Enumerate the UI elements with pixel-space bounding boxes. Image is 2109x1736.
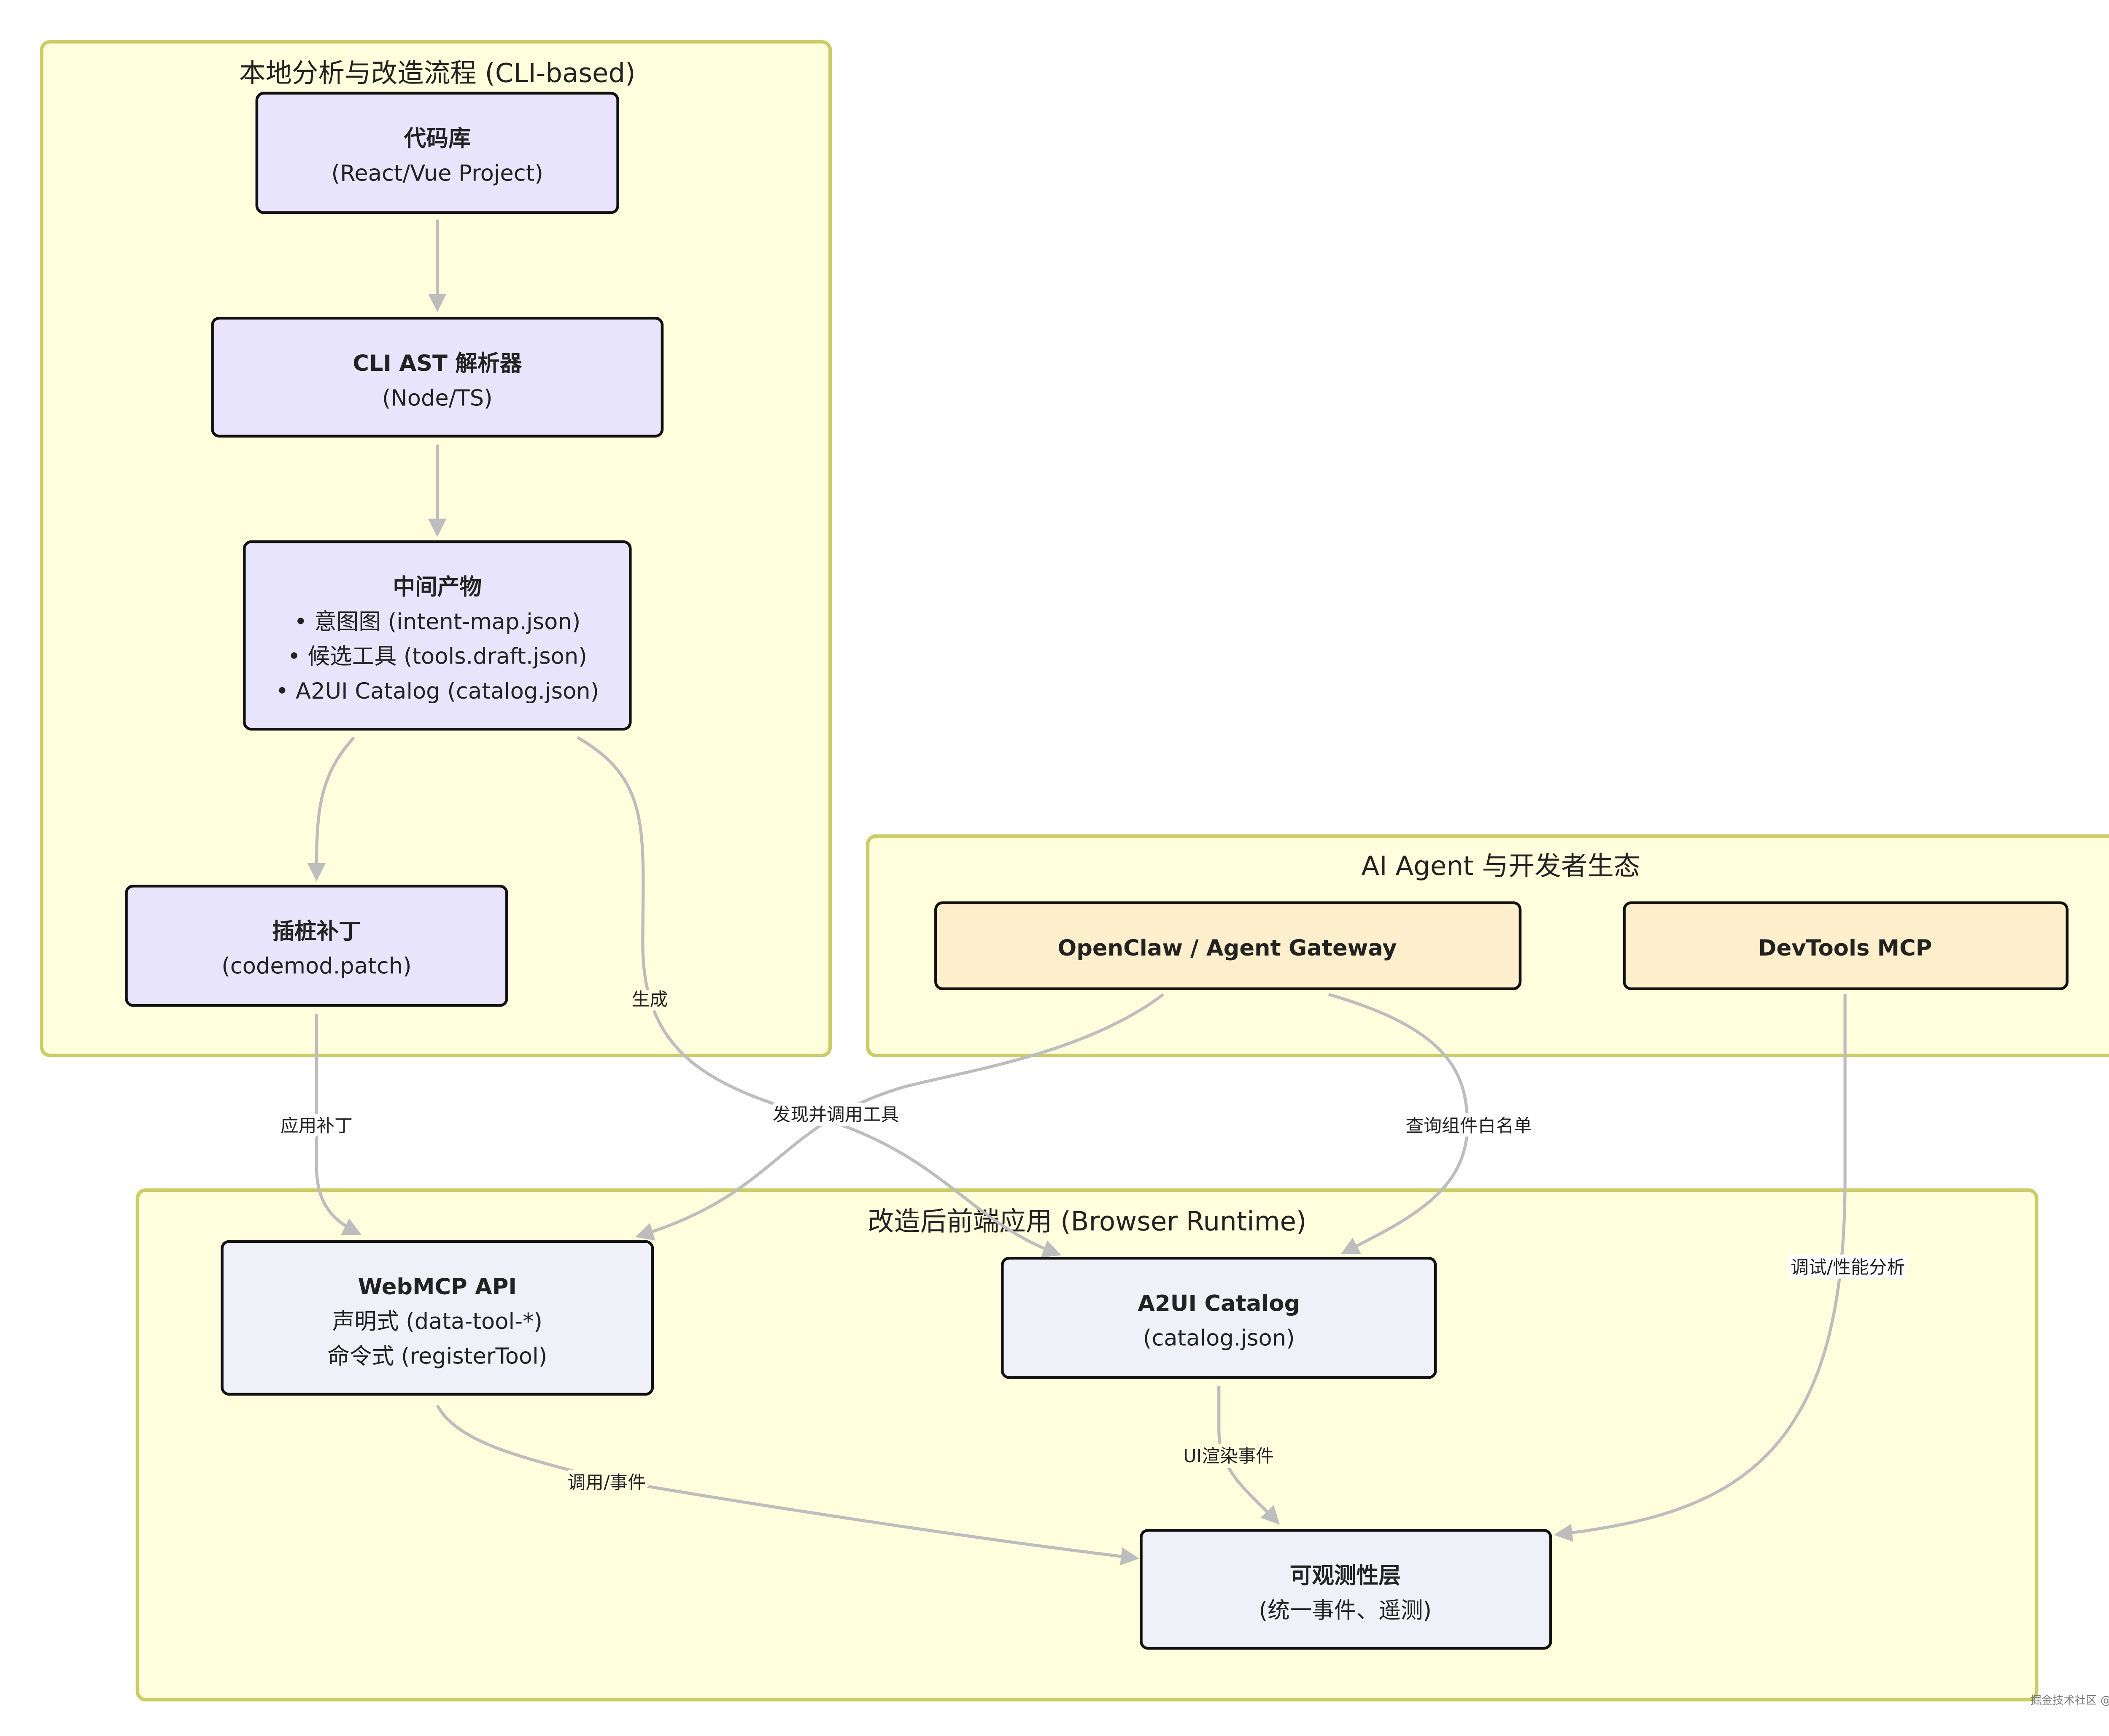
node-artifacts-line: • 意图图 (intent-map.json)	[294, 609, 580, 634]
node-a2ui-title: A2UI Catalog	[1138, 1291, 1300, 1316]
node-cli-title: CLI AST 解析器	[353, 351, 522, 376]
edge-webmcp-to-observability	[436, 1404, 1139, 1566]
node-instrumentation-patch[interactable]: 插桩补丁 (codemod.patch)	[125, 884, 508, 1007]
edge-label-invoke-event: 调用/事件	[568, 1472, 646, 1493]
node-devtools-mcp[interactable]: DevTools MCP	[1623, 901, 2069, 991]
node-a2ui-catalog[interactable]: A2UI Catalog (catalog.json)	[1001, 1257, 1437, 1379]
node-artifacts-line: • 候选工具 (tools.draft.json)	[288, 644, 587, 670]
node-webmcp-line: 命令式 (registerTool)	[327, 1343, 547, 1369]
node-codebase[interactable]: 代码库 (React/Vue Project)	[255, 92, 619, 214]
node-observability-layer[interactable]: 可观测性层 (统一事件、遥测)	[1140, 1529, 1552, 1650]
node-intermediate-artifacts[interactable]: 中间产物 • 意图图 (intent-map.json) • 候选工具 (too…	[243, 540, 632, 731]
edge-label-generate: 生成	[632, 989, 668, 1010]
edge-devtools-to-observability	[1554, 994, 1847, 1542]
node-cli-ast-parser[interactable]: CLI AST 解析器 (Node/TS)	[211, 316, 664, 438]
edge-label-debug-perf: 调试/性能分析	[1791, 1257, 1905, 1278]
node-a2ui-subtitle: (catalog.json)	[1143, 1326, 1295, 1351]
node-patch-title: 插桩补丁	[272, 918, 361, 944]
edge-label-discover-invoke: 发现并调用工具	[773, 1104, 899, 1126]
node-webmcp-api[interactable]: WebMCP API 声明式 (data-tool-*) 命令式 (regist…	[221, 1240, 654, 1396]
group-browser-title: 改造后前端应用 (Browser Runtime)	[868, 1206, 1307, 1237]
node-webmcp-title: WebMCP API	[358, 1274, 517, 1300]
edge-openclaw-to-a2ui	[1328, 993, 1469, 1255]
node-observability-title: 可观测性层	[1290, 1563, 1401, 1589]
edge-label-apply-patch: 应用补丁	[280, 1115, 353, 1137]
watermark: 掘金技术社区 @ 薛端阳	[2030, 1694, 2109, 1707]
node-webmcp-line: 声明式 (data-tool-*)	[332, 1309, 542, 1334]
edge-openclaw-to-webmcp	[635, 993, 1165, 1241]
node-observability-subtitle: (统一事件、遥测)	[1259, 1598, 1432, 1623]
node-codebase-title: 代码库	[404, 126, 471, 151]
edge-label-ui-render-event: UI渲染事件	[1183, 1446, 1274, 1467]
node-artifacts-line: • A2UI Catalog (catalog.json)	[275, 678, 599, 704]
group-local-title: 本地分析与改造流程 (CLI-based)	[239, 58, 635, 89]
node-openclaw-gateway[interactable]: OpenClaw / Agent Gateway	[934, 901, 1522, 991]
node-artifacts-title: 中间产物	[393, 574, 482, 600]
edge-artifacts-to-patch	[307, 736, 355, 882]
node-patch-subtitle: (codemod.patch)	[221, 953, 411, 979]
edge-label-query-whitelist: 查询组件白名单	[1406, 1115, 1532, 1137]
edge-patch-to-webmcp	[315, 1014, 361, 1235]
edge-artifacts-to-a2ui	[577, 736, 1062, 1258]
group-agent-title: AI Agent 与开发者生态	[1361, 850, 1640, 881]
node-codebase-subtitle: (React/Vue Project)	[332, 160, 543, 186]
node-openclaw-title: OpenClaw / Agent Gateway	[1057, 935, 1397, 961]
node-cli-subtitle: (Node/TS)	[382, 385, 493, 411]
node-devtools-title: DevTools MCP	[1758, 935, 1932, 961]
edge-a2ui-to-observability	[1217, 1386, 1280, 1525]
